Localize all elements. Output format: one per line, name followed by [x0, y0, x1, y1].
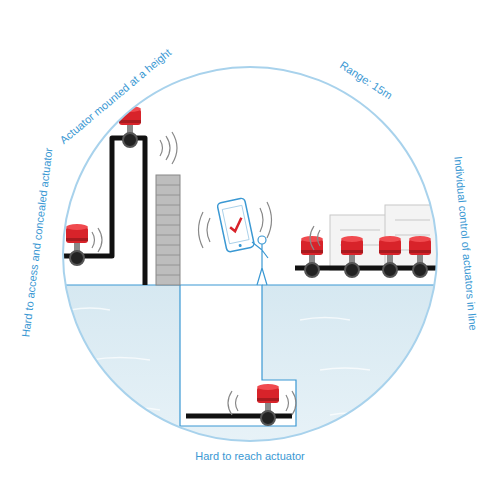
outline-circle	[63, 67, 437, 441]
actuator	[341, 236, 363, 277]
circle-label: Hard to reach actuator	[195, 450, 304, 463]
actuator	[119, 106, 141, 147]
actuator	[257, 384, 279, 425]
pipes	[55, 138, 440, 416]
brick-wall	[156, 175, 180, 285]
actuator	[409, 236, 431, 277]
person	[252, 236, 268, 285]
actuator	[379, 236, 401, 277]
pit	[180, 285, 296, 426]
circle-label: Hard to access and concealed actuator	[19, 147, 55, 338]
signal-waves	[92, 132, 320, 415]
actuator	[66, 224, 88, 265]
smartphone	[217, 198, 255, 253]
actuator	[301, 236, 323, 277]
circle-label: Individual control of actuators in line	[451, 155, 479, 330]
